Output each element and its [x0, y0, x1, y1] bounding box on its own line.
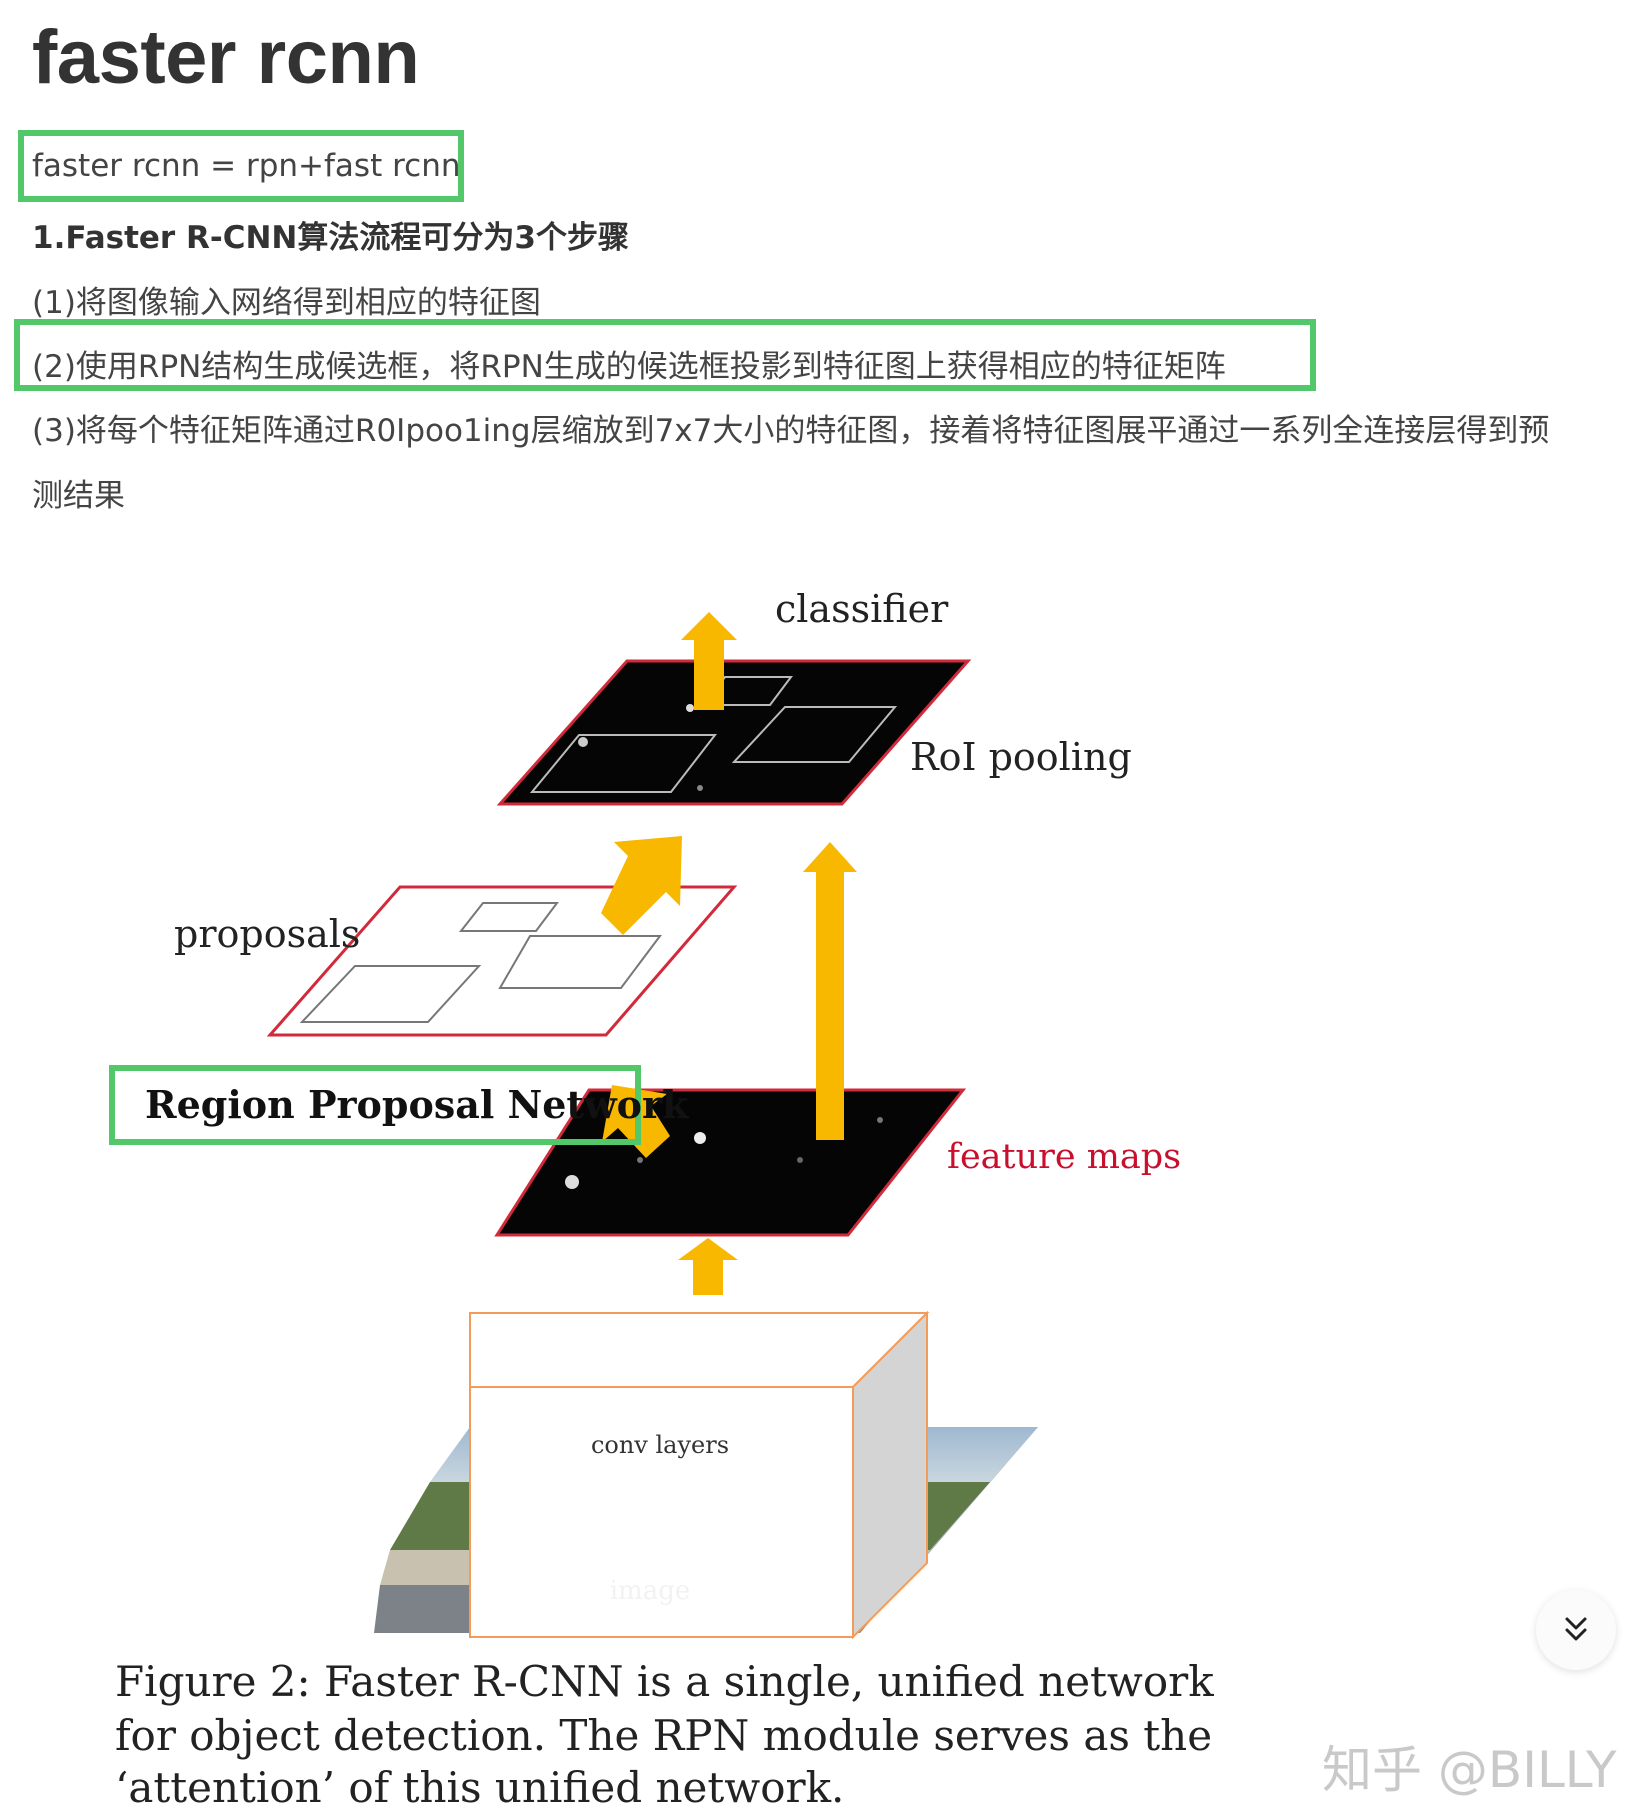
arrow-conv-to-features [678, 1238, 738, 1295]
arrow-proposals-to-roi [601, 836, 682, 935]
page-title: faster rcnn [32, 15, 420, 100]
arrow-features-to-roi [803, 842, 857, 1140]
double-chevron-down-icon [1565, 1617, 1587, 1641]
watermark: 知乎 @BILLY [1322, 1741, 1617, 1799]
steps-title: 1.Faster R-CNN算法流程可分为3个步骤 [32, 220, 629, 256]
step-2: (2)使用RPN结构生成候选框，将RPN生成的候选框投影到特征图上获得相应的特征… [32, 349, 1226, 385]
conv-layers-label: conv layers [591, 1431, 729, 1459]
step-1: (1)将图像输入网络得到相应的特征图 [32, 285, 541, 321]
classifier-label: classifier [775, 587, 949, 631]
rpn-label: Region Proposal Network [145, 1082, 689, 1127]
conv-layers-box [469, 1310, 930, 1640]
step-2-highlight-box [14, 319, 1316, 391]
step-3-line-2: 测结果 [32, 478, 125, 514]
formula-highlight-box [18, 130, 464, 202]
step-3-line-1: (3)将每个特征矩阵通过R0Ipoo1ing层缩放到7x7大小的特征图，接着将特… [32, 413, 1550, 449]
proposals-plane [266, 885, 738, 1037]
faster-rcnn-figure: conv layers image feature maps Region Pr… [109, 587, 1214, 1812]
scroll-down-button[interactable] [1536, 1590, 1616, 1670]
formula-text: faster rcnn = rpn+fast rcnn [32, 148, 461, 184]
rpn-highlight-box [109, 1065, 641, 1145]
roi-pooling-label: RoI pooling [910, 735, 1132, 779]
figure-caption-line-3: ‘attention’ of this unified network. [115, 1763, 844, 1812]
feature-maps-label: feature maps [947, 1137, 1181, 1177]
figure-caption-line-2: for object detection. The RPN module ser… [115, 1711, 1212, 1760]
figure-caption-line-1: Figure 2: Faster R-CNN is a single, unif… [115, 1657, 1214, 1706]
arrow-roi-to-classifier [681, 612, 737, 710]
proposals-label: proposals [174, 912, 360, 956]
image-label: image [610, 1576, 691, 1606]
roi-pooling-plane [496, 659, 972, 806]
